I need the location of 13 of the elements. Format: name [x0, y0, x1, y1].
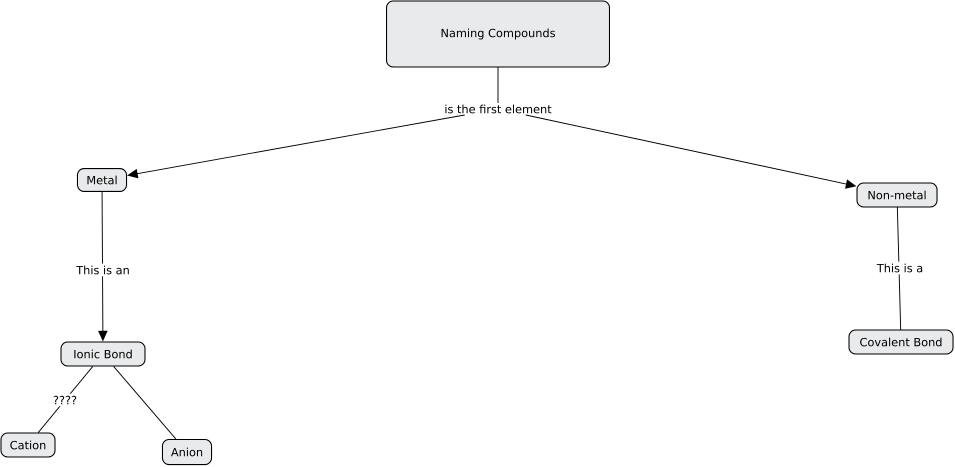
connector	[113, 366, 176, 440]
linking-phrase: is the first element	[445, 104, 552, 114]
concept-box: Non-metal	[856, 182, 938, 208]
connector	[896, 207, 902, 330]
concept-box: Anion	[162, 438, 212, 466]
concept-box: Covalent Bond	[848, 329, 954, 355]
concept-box: Metal	[76, 168, 128, 192]
concept-box: Ionic Bond	[60, 341, 146, 367]
edge-label: ????	[50, 394, 80, 406]
concept-box: Naming Compounds	[386, 0, 610, 68]
edge-label: This is an	[74, 264, 132, 276]
edge-label: This is a	[874, 262, 926, 274]
concept-box: Cation	[0, 432, 56, 458]
